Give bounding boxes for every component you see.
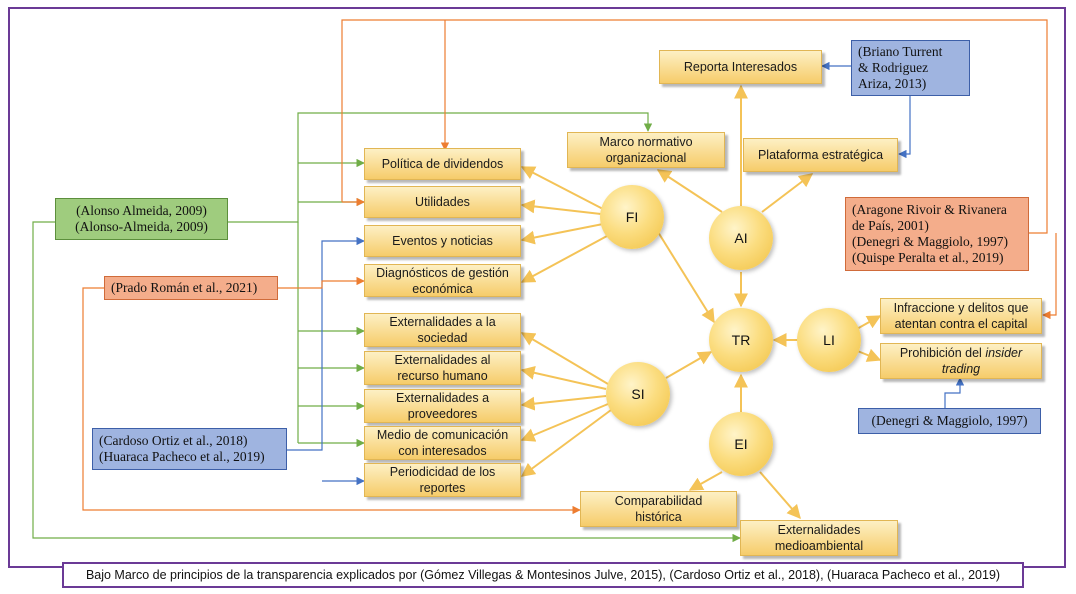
box-reporta-interesados: Reporta Interesados: [659, 50, 822, 84]
box-politica-dividendos: Política de dividendos: [364, 148, 521, 180]
ref-cardoso: (Cardoso Ortiz et al., 2018) (Huaraca Pa…: [92, 428, 287, 470]
ref-briano: (Briano Turrent & Rodriguez Ariza, 2013): [851, 40, 970, 96]
node-tr: TR: [709, 308, 773, 372]
ref-denegri: (Denegri & Maggiolo, 1997): [858, 408, 1041, 434]
box-eventos-noticias: Eventos y noticias: [364, 225, 521, 257]
node-fi: FI: [600, 185, 664, 249]
node-ei: EI: [709, 412, 773, 476]
figure-caption: Bajo Marco de principios de la transpare…: [62, 562, 1024, 588]
node-ai: AI: [709, 206, 773, 270]
green-connectors: [32, 112, 741, 543]
ref-aragone: (Aragone Rivoir & Rivanera de País, 2001…: [845, 197, 1029, 271]
node-si: SI: [606, 362, 670, 426]
box-plataforma-estrategica: Plataforma estratégica: [743, 138, 898, 172]
node-li: LI: [797, 308, 861, 372]
ref-alonso: (Alonso Almeida, 2009) (Alonso-Almeida, …: [55, 198, 228, 240]
ref-prado: (Prado Román et al., 2021): [104, 276, 278, 300]
orange-connectors: [82, 19, 1057, 515]
node-arrows: [520, 84, 882, 520]
box-utilidades: Utilidades: [364, 186, 521, 218]
blue-connectors: [287, 61, 965, 486]
